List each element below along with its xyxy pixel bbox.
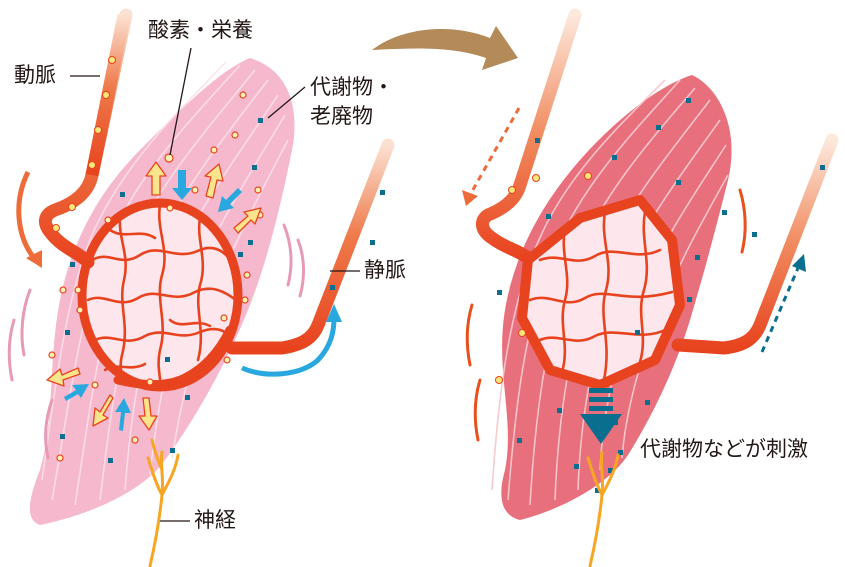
label-metabolites-line2: 老廃物 [310, 104, 373, 129]
nerve-right [588, 452, 618, 566]
label-nerve: 神経 [194, 508, 236, 533]
label-stimulus: 代謝物などが刺激 [640, 437, 808, 462]
transition-arrow-icon [372, 26, 518, 70]
label-artery: 動脈 [14, 63, 56, 88]
contracted-muscle-panel [462, 15, 832, 566]
label-metabolites-line1: 代謝物・ [310, 75, 394, 100]
label-vein: 静脈 [364, 258, 406, 283]
label-oxygen-nutrients: 酸素・栄養 [148, 18, 253, 43]
